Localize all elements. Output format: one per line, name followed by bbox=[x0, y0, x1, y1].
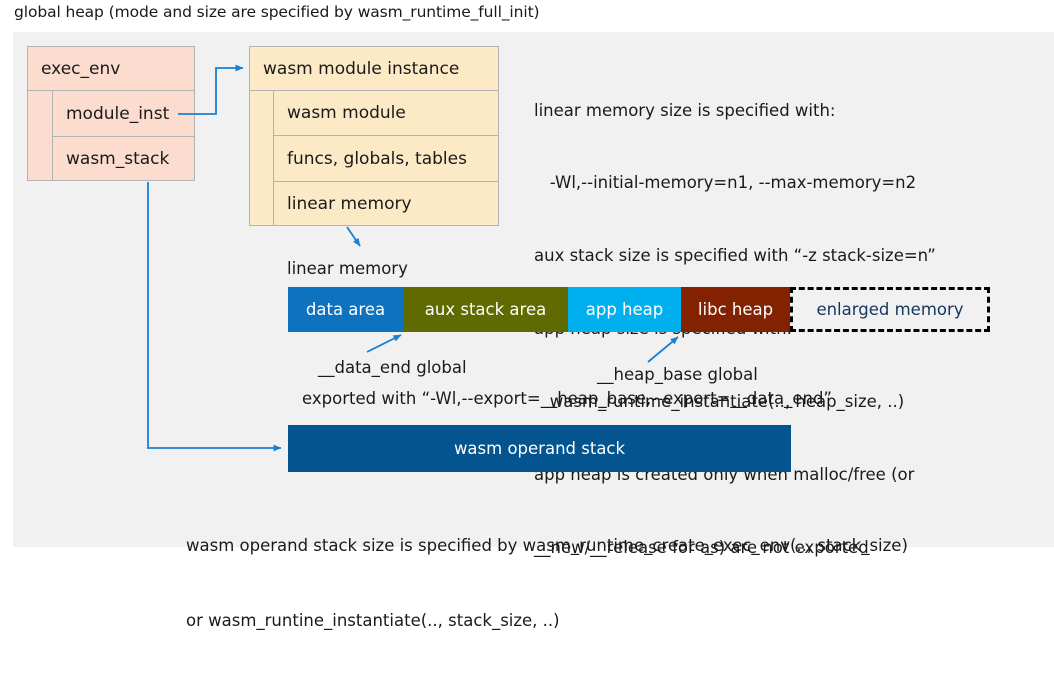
exec-env-row-module-inst: module_inst bbox=[66, 103, 170, 124]
module-instance-row-linear-memory: linear memory bbox=[287, 194, 412, 214]
exec-env-divider-1 bbox=[27, 90, 195, 91]
module-instance-row-wasm-module: wasm module bbox=[287, 103, 406, 123]
note-line-5: wasm_runtime_instantiate(.., heap_size, … bbox=[534, 392, 905, 412]
module-instance-divider-1 bbox=[249, 90, 499, 91]
linear-memory-label: linear memory bbox=[287, 259, 408, 278]
module-instance-row-funcs-globals-tables: funcs, globals, tables bbox=[287, 148, 467, 169]
exec-env-header: exec_env bbox=[41, 58, 121, 79]
annotation-heap-base: __heap_base global bbox=[597, 365, 758, 384]
wasm-operand-stack-bar: wasm operand stack bbox=[288, 425, 791, 472]
note-line-1: linear memory size is specified with: bbox=[534, 100, 836, 120]
module-instance-header: wasm module instance bbox=[263, 58, 460, 79]
linear-memory-bar: data area aux stack area app heap libc h… bbox=[288, 287, 990, 332]
module-instance-divider-3 bbox=[273, 181, 499, 182]
exec-env-indent-rule bbox=[52, 90, 53, 181]
note-line-3: aux stack size is specified with “-z sta… bbox=[534, 246, 936, 266]
operand-stack-notes: wasm operand stack size is specified by … bbox=[186, 483, 908, 683]
module-instance-divider-2 bbox=[273, 135, 499, 136]
annotation-data-end: __data_end global bbox=[318, 358, 467, 377]
exec-env-divider-2 bbox=[52, 136, 195, 137]
page-title: global heap (mode and size are specified… bbox=[14, 3, 540, 21]
memory-segment-enlarged-memory: enlarged memory bbox=[790, 287, 990, 332]
exec-env-box bbox=[27, 46, 195, 181]
note-line-2: -Wl,--initial-memory=n1, --max-memory=n2 bbox=[534, 173, 917, 193]
diagram-stage: global heap (mode and size are specified… bbox=[13, 3, 1054, 630]
operand-stack-note-line-2: or wasm_runtine_instantiate(.., stack_si… bbox=[186, 611, 560, 630]
wasm-module-instance-box bbox=[249, 46, 499, 226]
memory-segment-data-area: data area bbox=[288, 287, 403, 332]
annotation-exported-with: exported with “-Wl,--export=__heap_base,… bbox=[302, 389, 832, 408]
module-instance-indent-rule bbox=[273, 90, 274, 226]
memory-segment-libc-heap: libc heap bbox=[681, 287, 790, 332]
operand-stack-note-line-1: wasm operand stack size is specified by … bbox=[186, 536, 908, 555]
memory-segment-app-heap: app heap bbox=[568, 287, 681, 332]
memory-segment-aux-stack-area: aux stack area bbox=[403, 287, 568, 332]
exec-env-row-wasm-stack: wasm_stack bbox=[66, 149, 170, 169]
